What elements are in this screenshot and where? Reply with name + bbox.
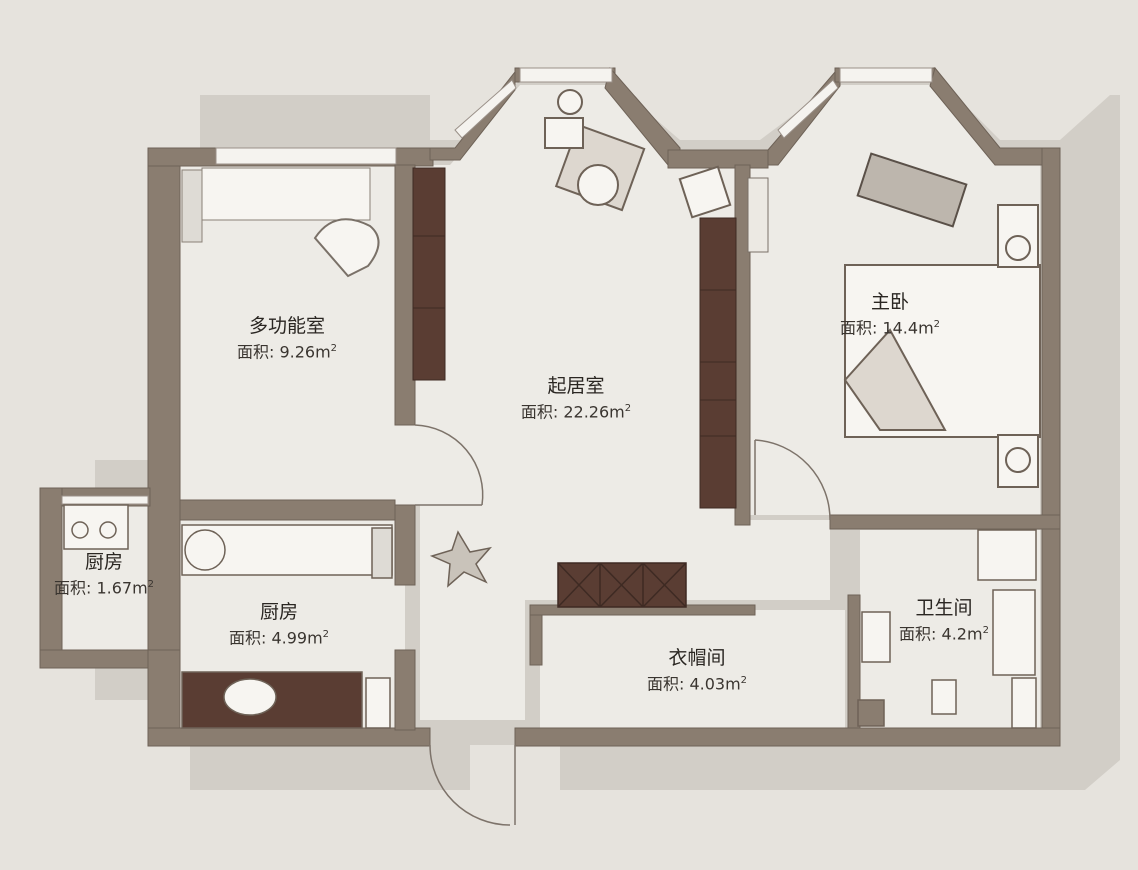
room-label-bathroom: 卫生间 面积: 4.2m2 — [899, 596, 989, 645]
room-name: 厨房 — [259, 601, 299, 623]
room-name: 厨房 — [84, 551, 124, 573]
small-kitchen-stove — [63, 504, 129, 550]
room-area: 面积: 4.03m2 — [646, 674, 748, 694]
bedroom-wardrobe-edge — [747, 177, 769, 253]
wardrobe-cabinet — [557, 562, 687, 608]
room-area: 面积: 1.67m2 — [53, 578, 155, 598]
lounge-chair — [856, 152, 968, 228]
room-name: 主卧 — [870, 291, 910, 313]
kitchen-counter — [181, 524, 393, 729]
wall-cabinet-living — [699, 217, 737, 509]
room-area: 面积: 4.99m2 — [228, 628, 330, 648]
room-area: 面积: 14.4m2 — [839, 318, 941, 338]
windows — [61, 67, 933, 505]
bed — [843, 204, 1041, 488]
room-label-wardrobe: 衣帽间 面积: 4.03m2 — [647, 646, 747, 695]
room-name: 多功能室 — [248, 315, 326, 337]
room-label-living: 起居室 面积: 22.26m2 — [521, 374, 631, 423]
room-name: 卫生间 — [915, 597, 973, 619]
armchair — [544, 89, 732, 219]
room-area: 面积: 9.26m2 — [236, 342, 338, 362]
door-swings — [414, 424, 831, 826]
room-area: 面积: 22.26m2 — [520, 402, 632, 422]
wall-cabinet-left — [412, 167, 446, 381]
room-name: 起居室 — [547, 375, 605, 397]
room-label-kitchen: 厨房 面积: 4.99m2 — [229, 600, 329, 649]
bathroom-fixtures — [857, 529, 1037, 729]
room-label-multifunction: 多功能室 面积: 9.26m2 — [237, 314, 337, 363]
room-label-kitchen-small: 厨房 面积: 1.67m2 — [54, 550, 154, 599]
walls — [39, 66, 1061, 747]
plant — [429, 530, 493, 588]
room-name: 衣帽间 — [668, 647, 726, 669]
desk — [181, 167, 380, 278]
room-area: 面积: 4.2m2 — [899, 624, 989, 644]
room-label-master: 主卧 面积: 14.4m2 — [840, 290, 940, 339]
